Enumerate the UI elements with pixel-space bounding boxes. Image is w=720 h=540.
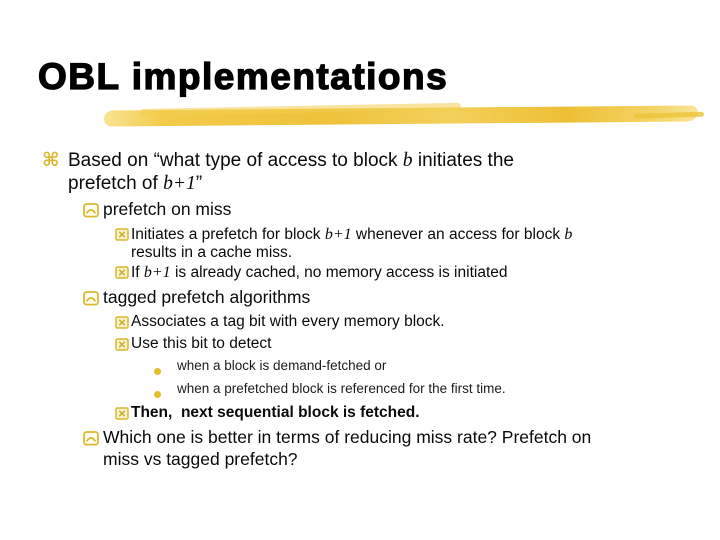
- list-item-text: prefetch on miss: [103, 199, 231, 221]
- command-icon: ⌘: [42, 149, 60, 171]
- arc-box-icon: [83, 202, 103, 224]
- variable-text: b: [564, 225, 573, 243]
- variable-text: b+1: [324, 225, 352, 243]
- list-item: Use this bit to detect: [40, 335, 702, 356]
- list-item: ⌘ Based on “what type of access to block …: [40, 149, 702, 195]
- list-item-text: Associates a tag bit with every memory b…: [131, 313, 445, 332]
- list-item: If b+1 is already cached, no memory acce…: [40, 264, 702, 285]
- dot-icon: [153, 385, 177, 402]
- list-item: Initiates a prefetch for block b+1 whene…: [40, 226, 702, 263]
- list-item-text: Based on “what type of access to block b…: [68, 149, 514, 195]
- text-segment: when a prefetched block is referenced fo…: [177, 381, 506, 396]
- dot-icon-shape: [154, 368, 161, 375]
- list-item: tagged prefetch algorithms: [40, 287, 702, 312]
- text-segment: results in a cache miss.: [131, 244, 293, 261]
- text-segment: is already cached, no memory access is i…: [170, 263, 508, 281]
- list-item-text: Then, next sequential block is fetched.: [131, 404, 420, 423]
- text-segment: If: [131, 263, 144, 281]
- text-segment: tagged prefetch algorithms: [103, 286, 311, 307]
- x-box-icon: [115, 266, 131, 285]
- list-item: Which one is better in terms of reducing…: [40, 427, 702, 470]
- list-item-text: tagged prefetch algorithms: [103, 287, 310, 309]
- x-box-icon: [115, 406, 131, 426]
- text-segment: initiates the prefetch of: [68, 150, 514, 194]
- text-segment: Then, next sequential block is fetched.: [131, 404, 420, 421]
- bullet-list: ⌘ Based on “what type of access to block …: [40, 149, 702, 472]
- dot-icon-shape: [154, 391, 161, 398]
- x-box-icon: [115, 228, 131, 247]
- variable-text: b: [402, 150, 413, 171]
- title-underline-brush: [103, 105, 699, 127]
- text-segment: Use this bit to detect: [131, 335, 272, 352]
- list-item: Then, next sequential block is fetched.: [40, 404, 702, 425]
- list-item: prefetch on miss: [40, 199, 702, 224]
- list-item: Associates a tag bit with every memory b…: [40, 313, 702, 334]
- text-segment: ”: [195, 173, 203, 194]
- list-item: when a block is demand-fetched or: [40, 357, 702, 379]
- text-segment: Initiates a prefetch for block: [131, 225, 325, 243]
- variable-text: b+1: [163, 173, 196, 194]
- list-item-text: Use this bit to detect: [131, 335, 271, 354]
- arc-box-icon: [83, 290, 103, 312]
- text-segment: prefetch on miss: [103, 199, 232, 219]
- variable-text: b+1: [143, 263, 171, 281]
- list-item-text: If b+1 is already cached, no memory acce…: [131, 264, 508, 283]
- list-item-text: when a prefetched block is referenced fo…: [177, 380, 506, 397]
- list-item: when a prefetched block is referenced fo…: [40, 380, 702, 402]
- text-segment: whenever an access for block: [351, 225, 565, 243]
- list-item-text: Which one is better in terms of reducing…: [103, 427, 591, 470]
- text-segment: Associates a tag bit with every memory b…: [131, 313, 445, 330]
- list-item-text: Initiates a prefetch for block b+1 whene…: [131, 226, 572, 263]
- x-box-icon: [115, 315, 131, 335]
- x-box-icon: [115, 337, 131, 357]
- text-segment: Based on “what type of access to block: [68, 150, 403, 171]
- dot-icon: [153, 362, 177, 379]
- list-item-text: when a block is demand-fetched or: [177, 357, 386, 374]
- text-segment: Which one is better in terms of reducing…: [103, 427, 592, 469]
- text-segment: when a block is demand-fetched or: [177, 358, 387, 373]
- arc-box-icon: [83, 430, 103, 452]
- slide-title: OBL implementations: [37, 55, 449, 97]
